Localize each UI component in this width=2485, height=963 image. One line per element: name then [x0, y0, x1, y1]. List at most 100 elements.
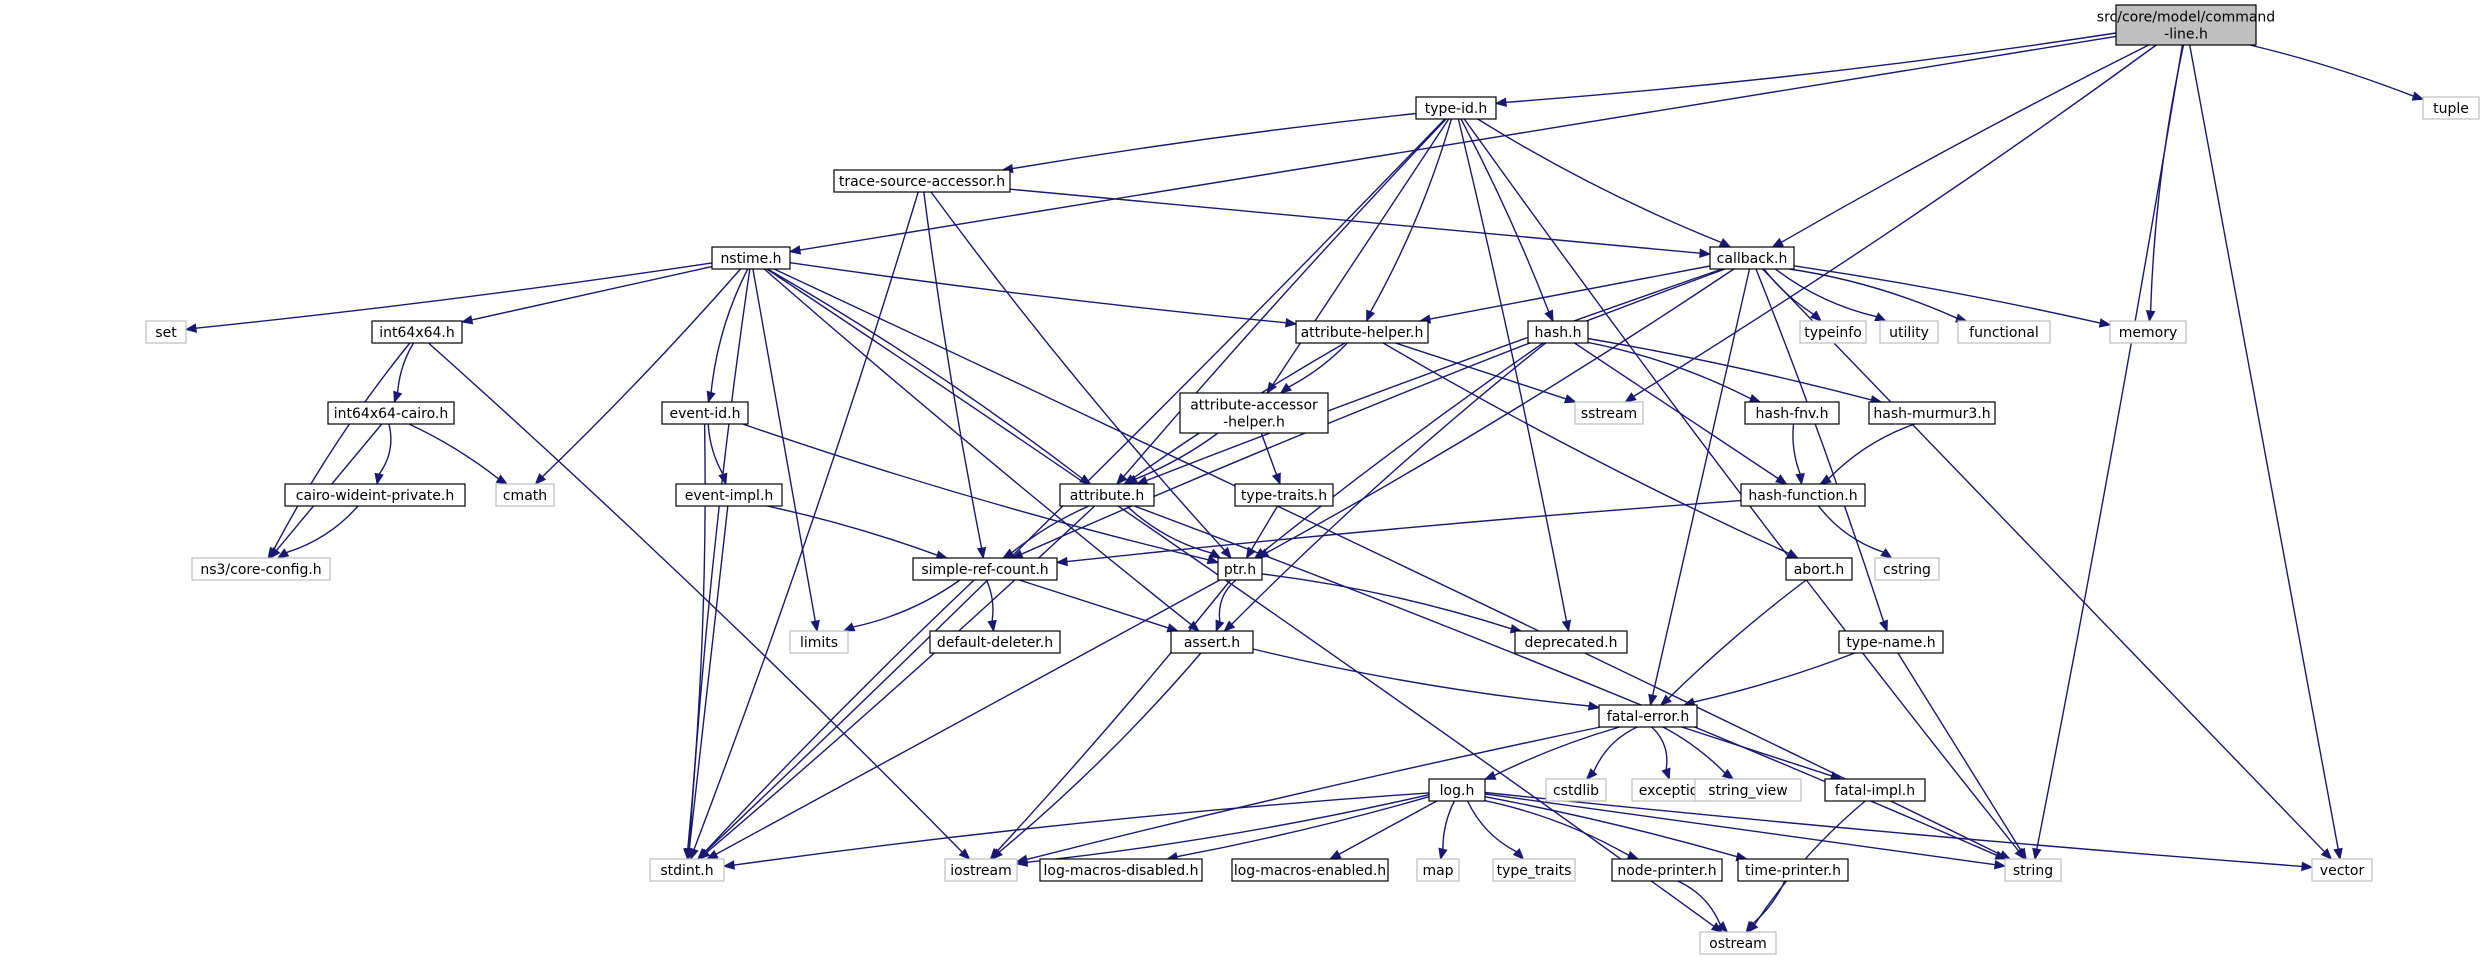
- edge-hash-to-ptr: [1253, 342, 1544, 559]
- node-label: sstream: [1581, 406, 1637, 422]
- node-callback[interactable]: callback.h: [1709, 246, 1795, 270]
- edge-arrowhead: [1285, 318, 1298, 328]
- node-int64x64[interactable]: int64x64.h: [371, 320, 463, 344]
- node-type-name[interactable]: type-name.h: [1838, 630, 1944, 654]
- edge-arrowhead: [1015, 857, 1029, 867]
- node-label: exception: [1639, 783, 1707, 799]
- node-root[interactable]: src/core/model/command-line.h: [2097, 4, 2275, 46]
- node-hash-mm3[interactable]: hash-murmur3.h: [1868, 401, 1996, 425]
- edge-line: [1021, 268, 1726, 555]
- edge-line: [710, 268, 749, 393]
- node-box: [1957, 320, 2051, 344]
- node-type-id[interactable]: type-id.h: [1415, 96, 1497, 120]
- node-box: [1170, 630, 1254, 654]
- edge-ptr-to-iostream: [989, 579, 1232, 861]
- node-log[interactable]: log.h: [1428, 778, 1486, 802]
- node-label: log-macros-enabled.h: [1234, 863, 1386, 879]
- edge-arrowhead: [1880, 547, 1893, 559]
- node-attr-acc[interactable]: attribute-accessor-helper.h: [1179, 392, 1329, 434]
- edge-attribute-to-string: [1133, 505, 2008, 860]
- edge-ptr-to-stdint: [706, 579, 1221, 860]
- node-limits: limits: [789, 630, 849, 654]
- edge-arrowhead: [1215, 619, 1225, 633]
- edge-arrowhead: [1624, 392, 1637, 403]
- node-hash-fnv[interactable]: hash-fnv.h: [1744, 401, 1840, 425]
- edge-line: [1011, 505, 1090, 554]
- edge-log-to-lm_disabled: [1165, 796, 1430, 862]
- node-fatal-error[interactable]: fatal-error.h: [1598, 704, 1698, 728]
- node-srefcount[interactable]: simple-ref-count.h: [912, 557, 1058, 581]
- node-hash[interactable]: hash.h: [1527, 320, 1589, 344]
- node-label: iostream: [950, 863, 1012, 879]
- edge-line: [930, 191, 1226, 551]
- node-label: string: [2013, 863, 2053, 879]
- edge-event_impl-to-stdint: [684, 505, 729, 861]
- edge-tsa-to-srefcount: [923, 191, 987, 560]
- node-event-id[interactable]: event-id.h: [661, 401, 749, 425]
- edge-arrowhead: [1745, 920, 1757, 934]
- node-box: [1415, 96, 1497, 120]
- edge-nstime-to-ostream: [766, 268, 1724, 933]
- node-attr-helper[interactable]: attribute-helper.h: [1295, 320, 1429, 344]
- node-box: [711, 246, 791, 270]
- edge-callback-to-type_name: [1755, 268, 1888, 633]
- node-label: attribute.h: [1070, 488, 1144, 504]
- edge-line: [985, 579, 994, 622]
- edge-arrowhead: [534, 473, 547, 485]
- node-box: [2004, 858, 2062, 882]
- edge-arrowhead: [1994, 850, 2008, 860]
- edge-arrowhead: [1271, 472, 1281, 486]
- node-box: [1611, 858, 1723, 882]
- node-assert[interactable]: assert.h: [1170, 630, 1254, 654]
- node-type-traits-h[interactable]: type-traits.h: [1234, 483, 1334, 507]
- node-int64cairo[interactable]: int64x64-cairo.h: [327, 401, 455, 425]
- node-cairo-wide[interactable]: cairo-wideint-private.h: [284, 483, 466, 507]
- node-box: [191, 557, 331, 581]
- node-tsa[interactable]: trace-source-accessor.h: [833, 169, 1011, 193]
- node-label: simple-ref-count.h: [921, 562, 1048, 578]
- node-abort[interactable]: abort.h: [1785, 557, 1853, 581]
- edge-int64x64-to-int64cairo: [393, 342, 415, 404]
- edge-arrowhead: [1544, 309, 1554, 323]
- edge-line: [1828, 423, 1915, 480]
- node-box: [1574, 401, 1644, 425]
- edge-arrowhead: [1775, 474, 1788, 485]
- node-node-printer[interactable]: node-printer.h: [1611, 858, 1723, 882]
- edge-line: [752, 268, 816, 622]
- edge-line: [1652, 268, 1751, 696]
- node-ptr[interactable]: ptr.h: [1217, 557, 1263, 581]
- edge-line: [1338, 800, 1438, 855]
- node-label: fatal-impl.h: [1835, 783, 1915, 799]
- node-box: [1059, 483, 1155, 507]
- node-time-printer[interactable]: time-printer.h: [1737, 858, 1849, 882]
- node-lm-enabled[interactable]: log-macros-enabled.h: [1231, 858, 1389, 882]
- edge-arrowhead: [1116, 473, 1128, 485]
- node-label: -line.h: [2164, 27, 2208, 43]
- edge-root-to-vector: [2189, 44, 2343, 861]
- edge-attr_acc-to-type_traits_h: [1260, 432, 1281, 486]
- node-sstream: sstream: [1574, 401, 1644, 425]
- edge-root-to-type_id: [1494, 32, 2117, 107]
- edge-arrowhead: [1874, 312, 1887, 322]
- node-event-impl[interactable]: event-impl.h: [675, 483, 783, 507]
- edge-arrowhead: [706, 390, 716, 404]
- node-nstime[interactable]: nstime.h: [711, 246, 791, 270]
- edge-hash_func-to-srefcount: [1055, 499, 1742, 567]
- node-box: [1231, 858, 1389, 882]
- node-lm-disabled[interactable]: log-macros-disabled.h: [1039, 858, 1203, 882]
- node-fatal-impl[interactable]: fatal-impl.h: [1824, 778, 1926, 802]
- edge-line: [773, 268, 2002, 856]
- edge-arrowhead: [1438, 847, 1448, 861]
- edge-hash_func-to-cstring: [1817, 505, 1893, 559]
- edge-line: [195, 262, 713, 329]
- node-box: [2115, 4, 2257, 46]
- edge-line: [2149, 44, 2185, 312]
- node-def-deleter[interactable]: default-deleter.h: [929, 630, 1061, 654]
- node-deprecated[interactable]: deprecated.h: [1514, 630, 1628, 654]
- node-label: utility: [1889, 325, 1929, 341]
- edge-arrowhead: [1561, 619, 1572, 633]
- edge-line: [853, 579, 961, 628]
- node-label: map: [1422, 863, 1453, 879]
- node-attribute[interactable]: attribute.h: [1059, 483, 1155, 507]
- node-hash-func[interactable]: hash-function.h: [1740, 483, 1866, 507]
